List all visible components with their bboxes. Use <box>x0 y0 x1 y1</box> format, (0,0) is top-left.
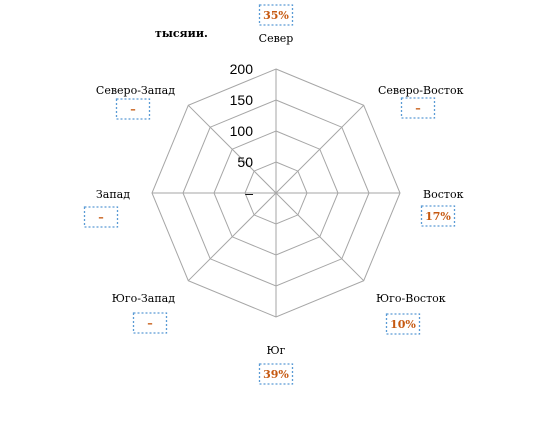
axis-label: Северо-Запад <box>96 84 175 97</box>
value-label-box <box>258 4 294 26</box>
tick-layer: – 50 100 150 200 <box>230 61 254 201</box>
tick-label: – <box>245 185 253 201</box>
value-label-box <box>83 206 119 228</box>
value-label-box <box>400 97 436 119</box>
axis-label: Юго-Запад <box>112 292 176 305</box>
value-label: 39% <box>263 368 289 381</box>
axis-label: Юго-Восток <box>376 292 446 305</box>
tick-label: 100 <box>230 123 254 139</box>
axis-label: Восток <box>423 188 464 201</box>
axis-spoke <box>275 192 365 282</box>
value-label: 35% <box>263 9 289 22</box>
axis-label: Запад <box>96 188 130 201</box>
value-label: 17% <box>425 210 451 223</box>
axis-label: Юг <box>267 344 286 357</box>
tick-label: 200 <box>230 61 254 77</box>
value-label: – <box>130 103 136 116</box>
value-label: – <box>147 317 153 330</box>
tick-label: 50 <box>237 154 253 170</box>
unit-label: тысяии. <box>155 27 208 40</box>
value-label-box <box>258 363 294 385</box>
value-label: – <box>98 211 104 224</box>
grid-layer <box>151 68 401 318</box>
value-label: 10% <box>390 318 416 331</box>
value-label: – <box>415 102 421 115</box>
tick-label: 150 <box>230 92 254 108</box>
value-label-box <box>115 98 151 120</box>
axis-label: Север <box>259 32 294 45</box>
axis-spoke <box>187 192 277 282</box>
axis-label: Северо-Восток <box>378 84 464 97</box>
value-label-box <box>385 313 421 335</box>
axis-spoke <box>275 104 365 194</box>
axis-spoke <box>187 104 277 194</box>
value-label-box <box>132 312 168 334</box>
value-label-box <box>420 205 456 227</box>
label-layer: Север 35% Северо-Восток – Восток 17% Юго-Восто… <box>83 4 464 385</box>
